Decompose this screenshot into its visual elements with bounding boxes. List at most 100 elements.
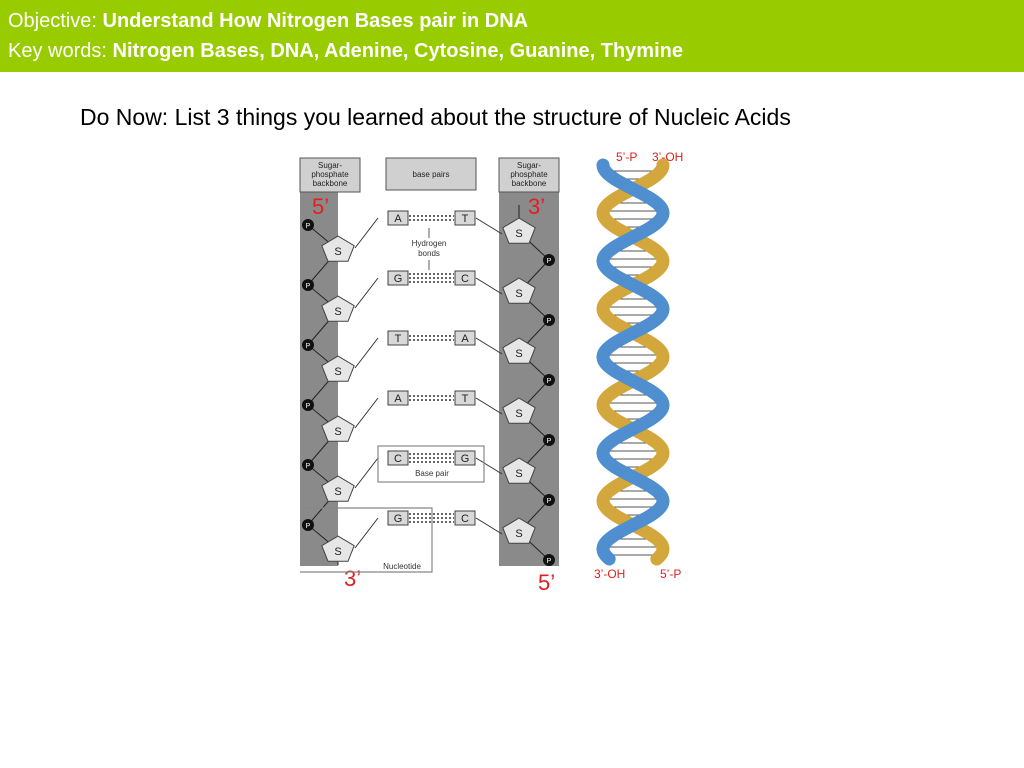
nucleotide-highlight <box>300 507 433 573</box>
keywords-text: Nitrogen Bases, DNA, Adenine, Cytosine, … <box>112 40 683 62</box>
right-phosphate-label: P <box>547 258 552 265</box>
left-sugar-label: S <box>334 546 341 558</box>
right-base-letter: C <box>461 513 469 525</box>
right-connector <box>475 457 503 475</box>
left-phosphate-label: P <box>306 343 311 350</box>
right-phosphate <box>543 314 555 326</box>
left-connector <box>354 277 379 309</box>
right-connector <box>475 277 503 295</box>
right-top-end-label: 3’ <box>528 194 545 219</box>
right-base-letter: T <box>462 213 469 225</box>
helix-top-left-label: 5’-P <box>616 150 637 164</box>
right-phosphate <box>543 374 555 386</box>
left-phosphate-label: P <box>306 223 311 230</box>
right-phosphate-label: P <box>547 498 552 505</box>
right-sugar <box>502 517 536 544</box>
left-base-letter: G <box>394 273 403 285</box>
right-base-box <box>454 330 476 346</box>
right-phosphate <box>543 254 555 266</box>
left-phosphate-label: P <box>306 403 311 410</box>
left-sugar-label: S <box>334 426 341 438</box>
right-phosphate-label: P <box>547 558 552 565</box>
hydrogen-bonds-label-2: bonds <box>418 249 440 258</box>
left-phosphate-label: P <box>306 283 311 290</box>
left-base-letter: A <box>394 393 402 405</box>
left-connector <box>354 457 379 489</box>
right-base-letter: T <box>462 393 469 405</box>
left-sugar-label: S <box>334 366 341 378</box>
dna-double-helix: 5’-P 3’-OH 3’-OH 5’-P <box>594 150 683 581</box>
left-phosphate <box>302 459 314 471</box>
right-sugar-label: S <box>515 528 522 540</box>
left-sugar <box>321 235 355 262</box>
left-backbone-label-2: phosphate <box>311 170 349 179</box>
right-sugar-label: S <box>515 468 522 480</box>
right-base-letter: A <box>461 333 469 345</box>
right-phosphate-label: P <box>547 378 552 385</box>
objective-banner: Objective: Understand How Nitrogen Bases… <box>0 0 1024 72</box>
right-sugar-label: S <box>515 228 522 240</box>
left-base-letter: G <box>394 513 403 525</box>
right-base-box <box>454 450 476 466</box>
left-phosphate <box>302 519 314 531</box>
left-connector <box>354 217 379 249</box>
helix-strand-blue <box>596 158 670 566</box>
left-sugar-label: S <box>334 246 341 258</box>
right-sugar-label: S <box>515 408 522 420</box>
left-sugar-label: S <box>334 486 341 498</box>
nucleotide-label: Nucleotide <box>383 562 421 571</box>
right-backbone-label-2: phosphate <box>510 170 548 179</box>
right-phosphate <box>543 494 555 506</box>
left-base-box <box>387 270 409 286</box>
right-phosphate <box>543 554 555 566</box>
keywords-line: Key words: Nitrogen Bases, DNA, Adenine,… <box>8 39 683 63</box>
right-backbone-label-3: backbone <box>512 179 547 188</box>
left-sugar <box>321 355 355 382</box>
right-sugar <box>502 337 536 364</box>
right-sugar-label: S <box>515 348 522 360</box>
base-pair-highlight <box>377 445 485 483</box>
objective-line: Objective: Understand How Nitrogen Bases… <box>8 9 528 33</box>
left-backbone-label-3: backbone <box>313 179 348 188</box>
left-phosphate-label: P <box>306 523 311 530</box>
base-pair-label: Base pair <box>415 469 449 478</box>
right-phosphate <box>543 434 555 446</box>
helix-top-right-label: 3’-OH <box>652 150 683 164</box>
left-base-letter: T <box>395 333 402 345</box>
left-phosphate <box>302 399 314 411</box>
left-phosphate-label: P <box>306 463 311 470</box>
helix-bottom-left-label: 3’-OH <box>594 567 625 581</box>
left-sugar-label: S <box>334 306 341 318</box>
left-sugar <box>321 295 355 322</box>
left-base-box <box>387 510 409 526</box>
left-backbone-label-1: Sugar- <box>318 161 342 170</box>
right-sugar <box>502 397 536 424</box>
left-connector <box>354 397 379 429</box>
hydrogen-bonds-label-1: Hydrogen <box>412 239 447 248</box>
right-base-box <box>454 210 476 226</box>
objective-text: Understand How Nitrogen Bases pair in DN… <box>102 10 529 32</box>
left-sugar <box>321 415 355 442</box>
left-phosphate <box>302 219 314 231</box>
left-phosphate <box>302 339 314 351</box>
left-bottom-end-label: 3’ <box>344 566 361 591</box>
right-connector <box>475 397 503 415</box>
right-connector <box>475 517 503 535</box>
left-connector <box>354 337 379 369</box>
left-base-letter: A <box>394 213 402 225</box>
left-sugar <box>321 535 355 562</box>
right-connector <box>475 217 503 235</box>
right-base-box <box>454 270 476 286</box>
left-phosphate <box>302 279 314 291</box>
right-base-letter: C <box>461 273 469 285</box>
right-bottom-end-label: 5’ <box>538 570 555 595</box>
left-top-end-label: 5’ <box>312 194 329 219</box>
right-base-box <box>454 510 476 526</box>
dna-ladder-diagram: Sugar- phosphate backbone base pairs Sug… <box>299 157 560 595</box>
objective-label: Objective: <box>8 10 97 32</box>
right-connector <box>475 337 503 355</box>
right-base-box <box>454 390 476 406</box>
helix-bottom-right-label: 5’-P <box>660 567 681 581</box>
left-sugar <box>321 475 355 502</box>
do-now-prompt: Do Now: List 3 things you learned about … <box>80 104 791 130</box>
